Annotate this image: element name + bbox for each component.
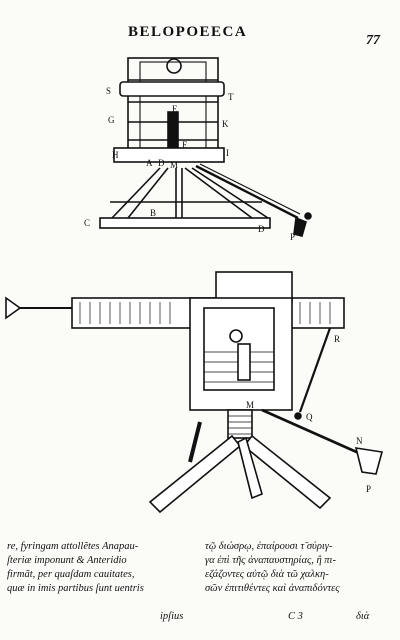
fig-label: P — [366, 484, 371, 494]
fig-label: R — [334, 334, 340, 344]
fig-label: P — [290, 232, 295, 242]
greek-line: τῷ διώσρῳ, ἐπαίρουσι τ̃ σύριγ- — [205, 541, 333, 552]
fig-label: C — [84, 218, 90, 228]
fig-label: D — [158, 158, 165, 168]
latin-line: firmãt, per quaſdam cauitates, — [7, 569, 135, 580]
top-engraving: S T G K E F H I A M D B C D P — [84, 57, 312, 242]
greek-line: εζάζοντες αὐτῷ διὰ τῶ χαλκη- — [205, 569, 329, 580]
greek-line: γα ἐπὶ τῆς ἀναπαυστηρίας, ἢ πι- — [205, 555, 336, 566]
fig-label: M — [246, 400, 254, 410]
latin-catchword: ipſius — [160, 611, 184, 622]
fig-label: H — [112, 150, 119, 160]
signature-mark: C 3 — [288, 611, 303, 622]
fig-label: G — [108, 115, 115, 125]
greek-line: σῶν ἐπιτιθέντες καὶ ἀναπιδόντες — [205, 583, 340, 594]
greek-column: τῷ διώσρῳ, ἐπαίρουσι τ̃ σύριγ- γα ἐπὶ τῆ… — [205, 540, 395, 596]
fig-label: F — [182, 140, 187, 150]
greek-catchword: διὰ — [356, 611, 370, 622]
latin-column: re, fyringam attollẽtes Anapau- ſteriæ i… — [7, 540, 195, 596]
fig-label: K — [222, 119, 229, 129]
running-head: BELOPOEECA — [128, 24, 248, 40]
latin-line: re, fyringam attollẽtes Anapau- — [7, 541, 139, 552]
bottom-engraving: R M Q N P — [5, 271, 384, 514]
latin-line: quæ in imis partibus ſunt uentris — [7, 583, 144, 594]
fig-label: D — [258, 224, 265, 234]
page-number: 77 — [366, 33, 380, 48]
fig-label: I — [226, 148, 229, 158]
latin-line: ſteriæ imponunt & Anteridio — [7, 555, 127, 566]
fig-label: A — [146, 158, 153, 168]
fig-label: S — [106, 86, 111, 96]
fig-label: E — [172, 104, 178, 114]
fig-label: M — [170, 160, 178, 170]
fig-label: B — [150, 208, 156, 218]
fig-label: T — [228, 92, 234, 102]
fig-label: N — [356, 436, 363, 446]
fig-label: Q — [306, 412, 313, 422]
